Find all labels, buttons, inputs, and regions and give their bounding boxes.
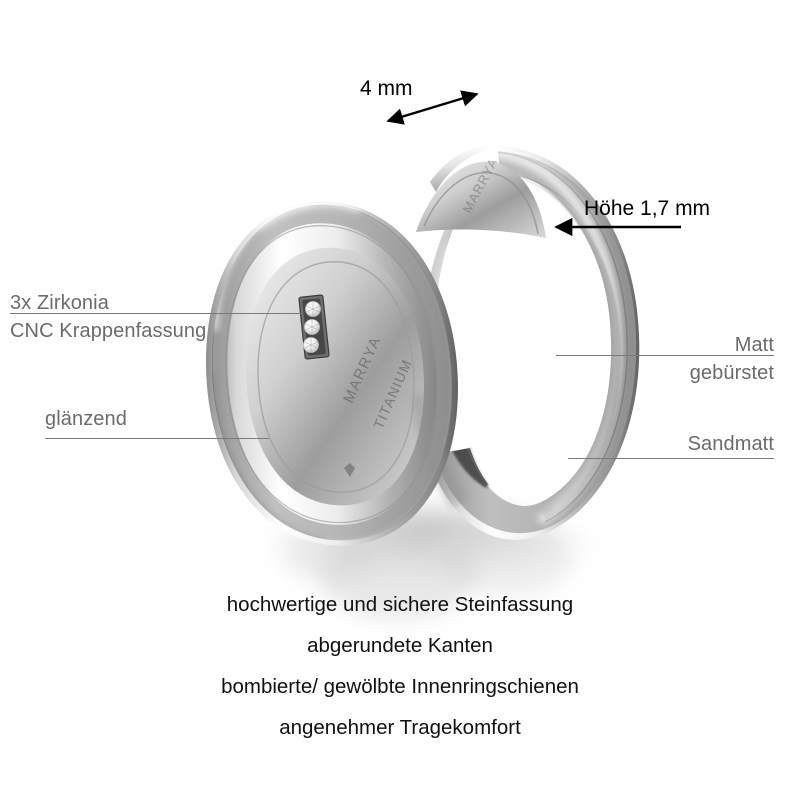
feature-item-4: angenehmer Tragekomfort bbox=[279, 716, 521, 739]
annotation-zirkonia-line-1: 3x Zirkonia bbox=[10, 292, 109, 314]
leader-line-matt bbox=[556, 355, 774, 356]
width-dimension-label: 4 mm bbox=[360, 77, 413, 100]
zirkonia-setting bbox=[298, 294, 330, 360]
leader-line-glaenzend bbox=[45, 438, 269, 439]
annotation-zirkonia-line-2: CNC Krappenfassung bbox=[10, 320, 207, 342]
annotation-matt-line-1: Matt bbox=[734, 334, 774, 356]
leader-line-sandmatt bbox=[568, 458, 774, 459]
feature-item-3: bombierte/ gewölbte Innenringschienen bbox=[221, 675, 579, 698]
annotation-glaenzend-line-1: glänzend bbox=[45, 408, 127, 430]
feature-item-2: abgerundete Kanten bbox=[307, 634, 493, 657]
annotation-matt-line-2: gebürstet bbox=[689, 362, 774, 384]
annotation-zirkonia: 3x Zirkonia CNC Krappenfassung bbox=[10, 289, 206, 345]
annotation-sandmatt: Sandmatt bbox=[534, 430, 774, 458]
annotation-glaenzend: glänzend bbox=[45, 405, 127, 433]
leader-line-zirkonia bbox=[10, 313, 302, 314]
annotation-sandmatt-line-1: Sandmatt bbox=[687, 433, 774, 455]
zirkonia-stones bbox=[303, 301, 321, 353]
annotation-matt-gebuerstet: Matt gebürstet bbox=[534, 331, 774, 387]
height-dimension-label: Höhe 1,7 mm bbox=[584, 197, 711, 220]
feature-item-1: hochwertige und sichere Steinfassung bbox=[226, 593, 574, 616]
feature-list: hochwertige und sichere Steinfassung abg… bbox=[0, 584, 800, 748]
ring-front-polished: MARRYA TITANIUM bbox=[206, 200, 458, 546]
ring-overlap-shade bbox=[412, 392, 470, 508]
